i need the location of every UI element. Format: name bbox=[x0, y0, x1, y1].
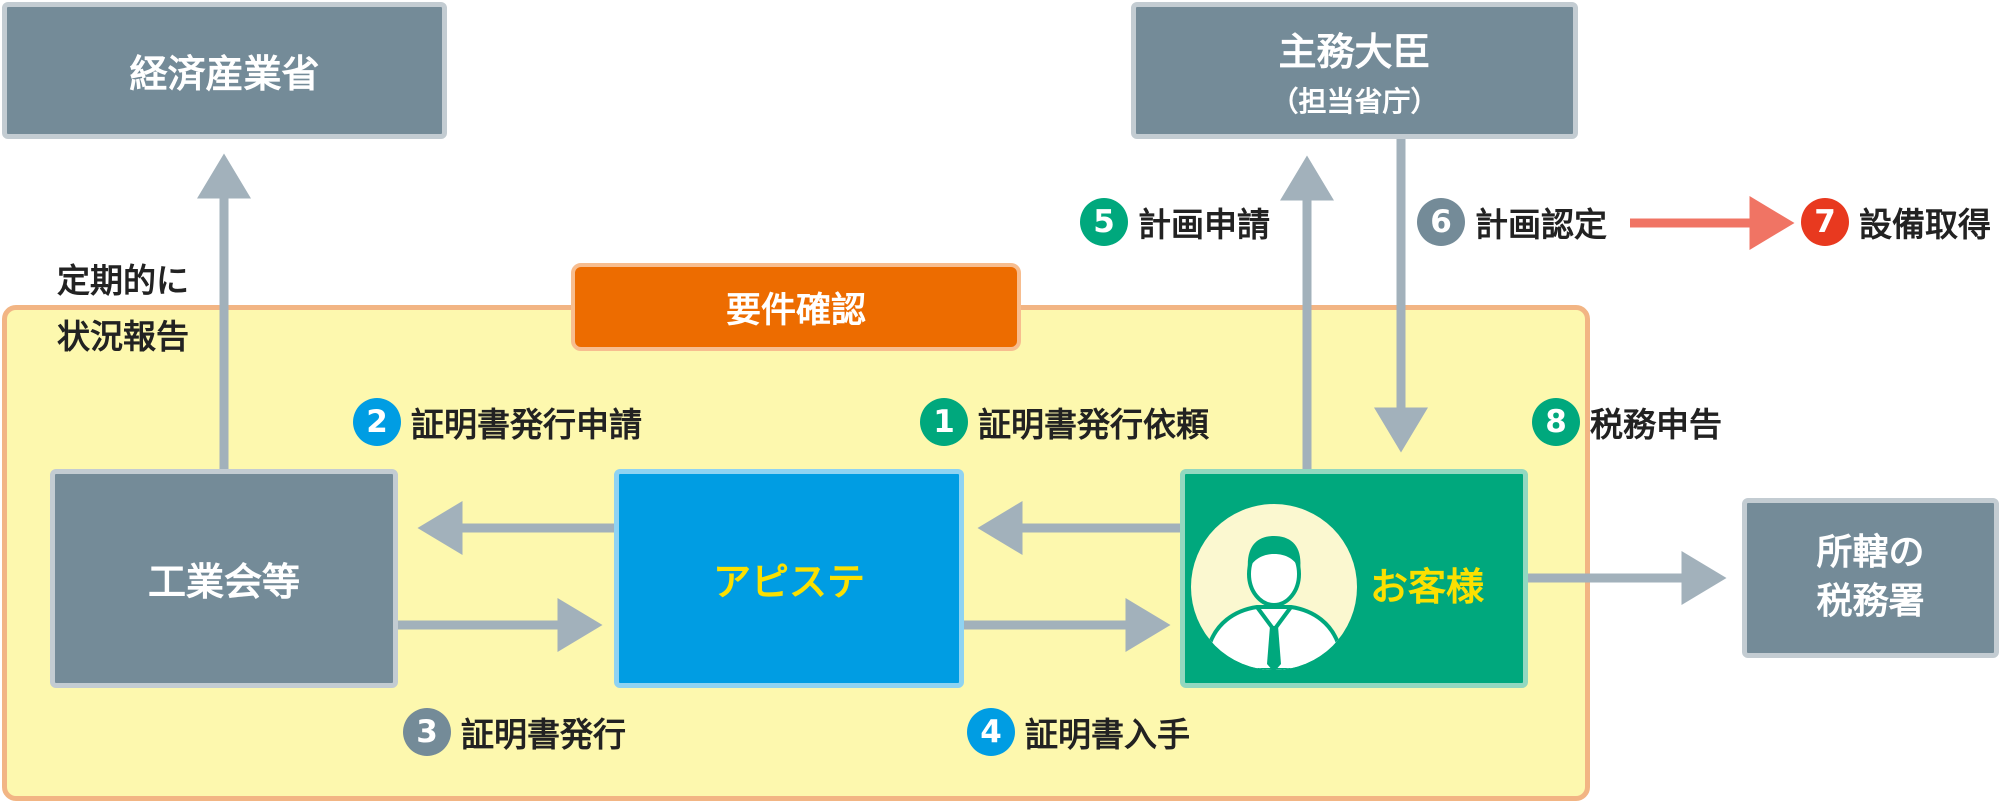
customer-label: お客様 bbox=[1370, 565, 1485, 609]
step-label: 証明書発行依頼 bbox=[978, 405, 1209, 444]
step-1-request-certificate: 1 証明書発行依頼 bbox=[920, 398, 1209, 446]
step-number-badge: 4 bbox=[967, 708, 1015, 756]
tax-office-line1: 所轄の bbox=[1816, 532, 1925, 574]
step-number-badge: 5 bbox=[1080, 198, 1128, 246]
periodic-report-line1: 定期的に bbox=[57, 261, 189, 300]
apiste-label: アピステ bbox=[712, 560, 865, 604]
step-4-receive-certificate: 4 証明書入手 bbox=[967, 708, 1190, 756]
step-label: 設備取得 bbox=[1859, 205, 1991, 244]
tax-office-box: 所轄の 税務署 bbox=[1742, 498, 1999, 658]
meti-box: 経済産業省 bbox=[2, 2, 447, 139]
step-8-tax-filing: 8 税務申告 bbox=[1532, 398, 1722, 446]
industry-association-box: 工業会等 bbox=[50, 469, 398, 688]
step-label: 税務申告 bbox=[1590, 405, 1722, 444]
tax-office-line2: 税務署 bbox=[1816, 581, 1925, 622]
step-number-badge: 2 bbox=[353, 398, 401, 446]
minister-subtitle: （担当省庁） bbox=[1270, 85, 1439, 118]
step-6-plan-approval: 6 計画認定 bbox=[1417, 198, 1607, 246]
person-icon bbox=[1191, 504, 1357, 670]
step-label: 証明書発行申請 bbox=[411, 405, 642, 444]
customer-box: お客様 bbox=[1180, 469, 1528, 688]
step-5-plan-application: 5 計画申請 bbox=[1080, 198, 1270, 246]
meti-label: 経済産業省 bbox=[129, 52, 320, 96]
step-label: 証明書発行 bbox=[461, 715, 626, 754]
minister-title: 主務大臣 bbox=[1278, 30, 1431, 74]
step-label: 証明書入手 bbox=[1025, 715, 1190, 754]
step-number-badge: 6 bbox=[1417, 198, 1465, 246]
periodic-report-line2: 状況報告 bbox=[57, 317, 189, 356]
step-label: 計画認定 bbox=[1475, 205, 1607, 244]
step-number-badge: 3 bbox=[403, 708, 451, 756]
requirement-check-tab: 要件確認 bbox=[571, 263, 1021, 351]
step-number-badge: 1 bbox=[920, 398, 968, 446]
industry-association-label: 工業会等 bbox=[147, 560, 300, 604]
apiste-box: アピステ bbox=[614, 469, 964, 688]
step-3-issue-certificate: 3 証明書発行 bbox=[403, 708, 626, 756]
step-2-apply-certificate: 2 証明書発行申請 bbox=[353, 398, 642, 446]
step-number-badge: 7 bbox=[1801, 198, 1849, 246]
periodic-report-label: 定期的に 状況報告 bbox=[57, 253, 189, 365]
minister-box: 主務大臣 （担当省庁） bbox=[1131, 2, 1578, 139]
step-7-equipment-acquisition: 7 設備取得 bbox=[1801, 198, 1991, 246]
step-number-badge: 8 bbox=[1532, 398, 1580, 446]
step-label: 計画申請 bbox=[1138, 205, 1270, 244]
